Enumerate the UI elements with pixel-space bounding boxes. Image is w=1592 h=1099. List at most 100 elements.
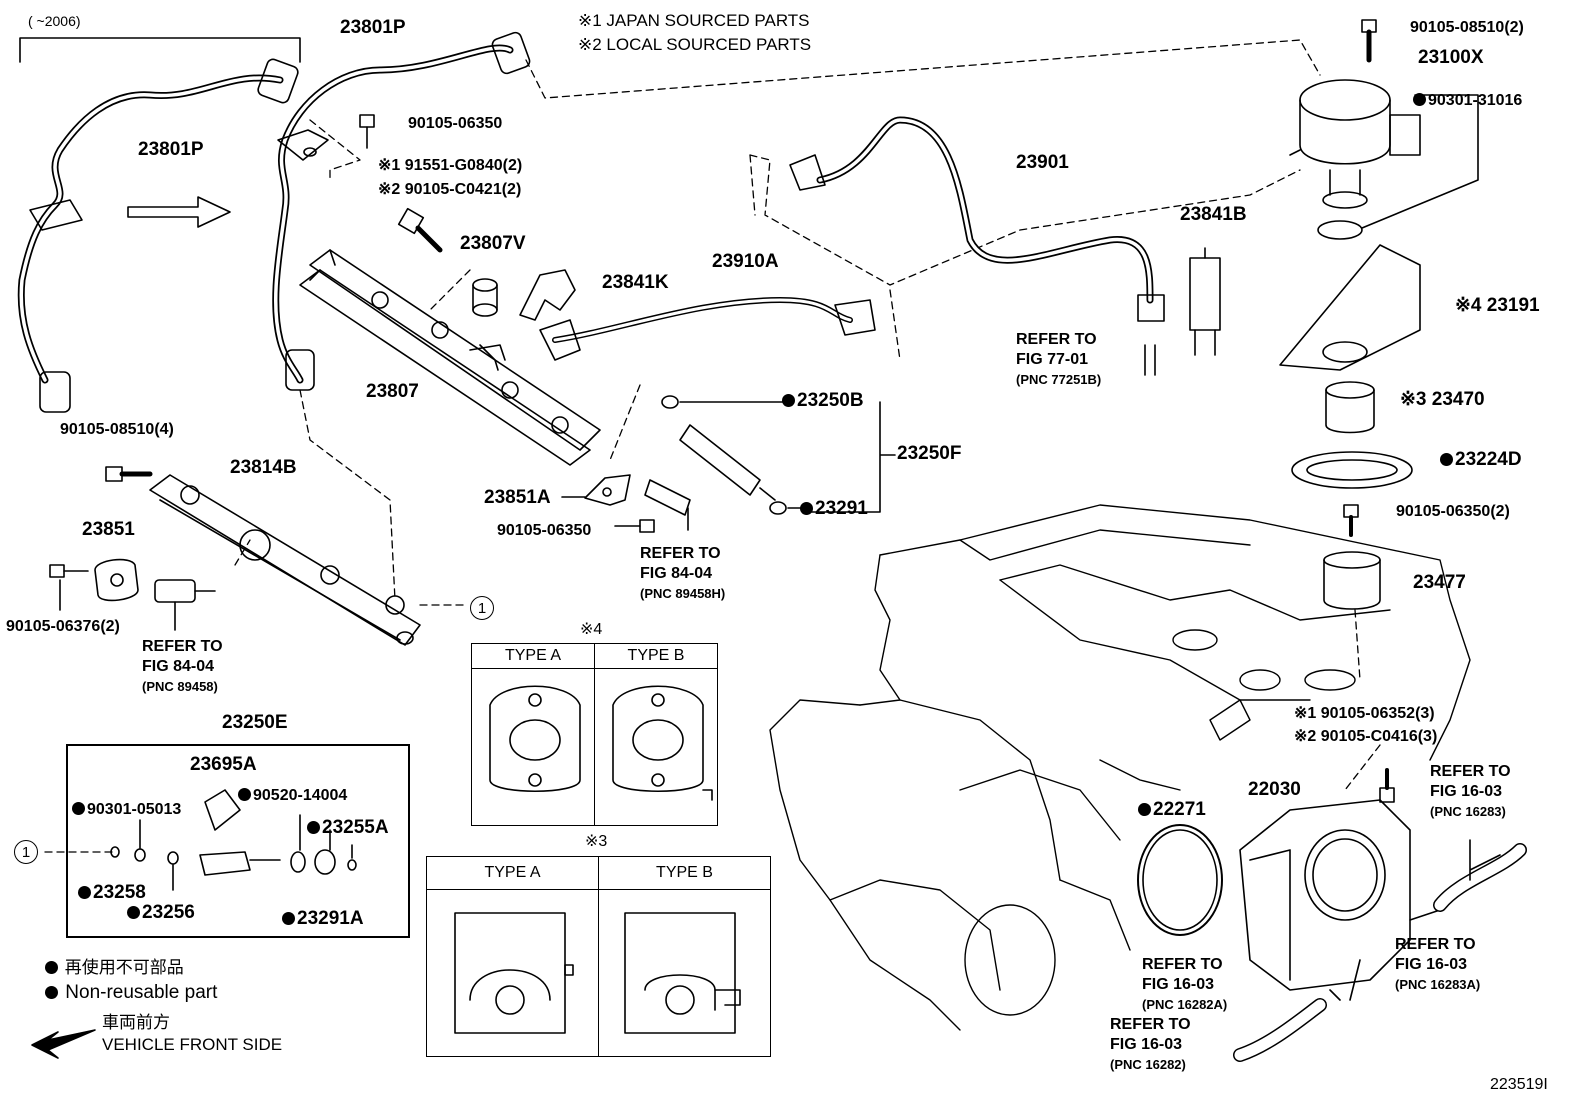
part-label-23851: 23851 bbox=[82, 519, 135, 540]
part-label-23250e: 23250E bbox=[222, 712, 288, 733]
refer-fig-16-03-a: REFER TO FIG 16-03 (PNC 16283) bbox=[1430, 763, 1511, 819]
part-label-23910a: 23910A bbox=[712, 251, 779, 272]
diagram-id: 223519I bbox=[1490, 1076, 1548, 1093]
part-label-23191: ※4 23191 bbox=[1455, 295, 1540, 316]
nonreusable-dot-icon bbox=[782, 394, 795, 407]
refer-fig-16-03-c: REFER TO FIG 16-03 (PNC 16282A) bbox=[1142, 956, 1228, 1012]
gasket-23224d bbox=[1291, 451, 1413, 489]
injector-kit-box bbox=[66, 744, 410, 938]
part-label-91551-g0840: ※1 91551-G0840(2) bbox=[378, 157, 523, 174]
part-label-90105-c0421: ※2 90105-C0421(2) bbox=[378, 181, 522, 198]
type-a-header: TYPE A bbox=[472, 644, 594, 669]
sensor-cover-23851 bbox=[94, 558, 139, 602]
part-label-23100x: 23100X bbox=[1418, 47, 1484, 68]
part-label-23801p-old: 23801P bbox=[138, 139, 204, 160]
year-range-note: ( ~2006) bbox=[28, 13, 81, 29]
part-label-90105-06376: 90105-06376(2) bbox=[6, 618, 120, 635]
bolt-90105-06350-2 bbox=[1343, 504, 1359, 537]
nonreusable-dot-icon bbox=[1413, 93, 1426, 106]
delivery-pipe-main bbox=[272, 31, 531, 391]
part-label-23807: 23807 bbox=[366, 381, 419, 402]
type-table-4-b: TYPE B bbox=[594, 643, 718, 826]
fuel-hose-23901 bbox=[789, 116, 1165, 376]
type3-shapes bbox=[454, 912, 741, 1034]
bolt-90105-08510-4 bbox=[105, 466, 153, 482]
part-label-23250f: 23250F bbox=[897, 443, 962, 464]
part-label-23224d: 23224D bbox=[1440, 450, 1522, 470]
part-label-90105-06352: ※1 90105-06352(3) bbox=[1294, 705, 1435, 722]
part-label-23901: 23901 bbox=[1016, 152, 1069, 173]
type-table-4-a: TYPE A bbox=[471, 643, 595, 826]
refer-fig-77-01: REFER TO FIG 77-01 (PNC 77251B) bbox=[1016, 331, 1102, 387]
part-label-23851a: 23851A bbox=[484, 487, 551, 508]
part-label-23695a: 23695A bbox=[190, 754, 257, 775]
throttle-body-22030 bbox=[1239, 799, 1441, 1001]
part-label-23470: ※3 23470 bbox=[1400, 389, 1485, 410]
part-label-90105-08510-4: 90105-08510(4) bbox=[60, 421, 174, 438]
part-label-23258: 23258 bbox=[78, 883, 146, 903]
refer-fig-16-03-d: REFER TO FIG 16-03 (PNC 16282) bbox=[1110, 1016, 1191, 1072]
nonreusable-dot-icon bbox=[45, 986, 58, 999]
fuel-rail-23807 bbox=[299, 249, 601, 466]
part-label-23256: 23256 bbox=[127, 903, 195, 923]
part-label-90301-31016: 90301-31016 bbox=[1413, 92, 1522, 110]
nonreusable-dot-icon bbox=[72, 802, 85, 815]
part-label-22030: 22030 bbox=[1248, 779, 1301, 800]
pressure-sensor bbox=[154, 579, 216, 631]
engine-block bbox=[769, 504, 1471, 1031]
refer-fig-84-04-a: REFER TO FIG 84-04 (PNC 89458H) bbox=[640, 545, 726, 601]
sensor-89458h bbox=[644, 479, 691, 531]
japan-sourced-note: ※1 JAPAN SOURCED PARTS bbox=[578, 11, 810, 30]
part-label-90105-08510-2: 90105-08510(2) bbox=[1410, 19, 1524, 36]
connector-23841b bbox=[1189, 247, 1221, 356]
part-label-23291a: 23291A bbox=[282, 909, 364, 929]
bracket-23191 bbox=[1279, 244, 1421, 371]
bolt-90105-06352 bbox=[1379, 768, 1395, 803]
hose-23910a bbox=[539, 297, 876, 361]
part-label-23477: 23477 bbox=[1413, 572, 1466, 593]
part-label-90105-06350-a: 90105-06350 bbox=[408, 115, 503, 132]
part-label-23255a: 23255A bbox=[307, 818, 389, 838]
type-table-3-b: TYPE B bbox=[598, 856, 771, 1057]
nonreusable-dot-icon bbox=[282, 912, 295, 925]
bolt-90105-08510-2 bbox=[1361, 19, 1377, 63]
refer-fig-16-03-b: REFER TO FIG 16-03 (PNC 16283A) bbox=[1395, 936, 1481, 992]
nonreusable-dot-icon bbox=[238, 788, 251, 801]
water-hose-16282 bbox=[1233, 998, 1327, 1062]
type-a-header: TYPE A bbox=[427, 857, 598, 890]
part-label-23841b: 23841B bbox=[1180, 204, 1247, 225]
callout-marker-1: 1 bbox=[470, 596, 494, 620]
part-label-90520-14004: 90520-14004 bbox=[238, 787, 347, 805]
type-table-3-mark: ※3 bbox=[585, 833, 608, 850]
water-hose-16283 bbox=[1433, 843, 1527, 912]
nonreusable-dot-icon bbox=[800, 502, 813, 515]
legend-nonreusable-jp: 再使用不可部品 bbox=[45, 958, 184, 978]
type-b-header: TYPE B bbox=[599, 857, 770, 890]
callout-marker-1-kit: 1 bbox=[14, 840, 38, 864]
part-label-23841k: 23841K bbox=[602, 272, 669, 293]
nonreusable-dot-icon bbox=[45, 961, 58, 974]
part-label-23250b: 23250B bbox=[782, 391, 864, 411]
legend-front-jp: 車両前方 bbox=[102, 1013, 170, 1032]
bracket-23851a bbox=[584, 474, 631, 506]
clamp-23841k bbox=[519, 269, 576, 321]
bolt-90105-06350 bbox=[359, 114, 375, 149]
nonreusable-dot-icon bbox=[1440, 453, 1453, 466]
nonreusable-dot-icon bbox=[1138, 803, 1151, 816]
direction-arrow bbox=[127, 196, 231, 228]
part-label-90105-06350-2: 90105-06350(2) bbox=[1396, 503, 1510, 520]
injector-kit-23250e bbox=[110, 789, 357, 891]
nonreusable-dot-icon bbox=[127, 906, 140, 919]
year-bracket bbox=[19, 37, 301, 63]
bolt-90105-c0421 bbox=[397, 207, 443, 253]
bolt-90105-06350-b bbox=[614, 519, 655, 533]
type-table-3-a: TYPE A bbox=[426, 856, 599, 1057]
part-label-90105-06350-b: 90105-06350 bbox=[497, 522, 592, 539]
part-23477 bbox=[1323, 551, 1381, 610]
spacer-23807v bbox=[472, 278, 498, 317]
part-label-22271: 22271 bbox=[1138, 800, 1206, 820]
part-label-23291: 23291 bbox=[800, 499, 868, 519]
injector-23250f bbox=[661, 395, 787, 515]
type-b-header: TYPE B bbox=[595, 644, 717, 669]
